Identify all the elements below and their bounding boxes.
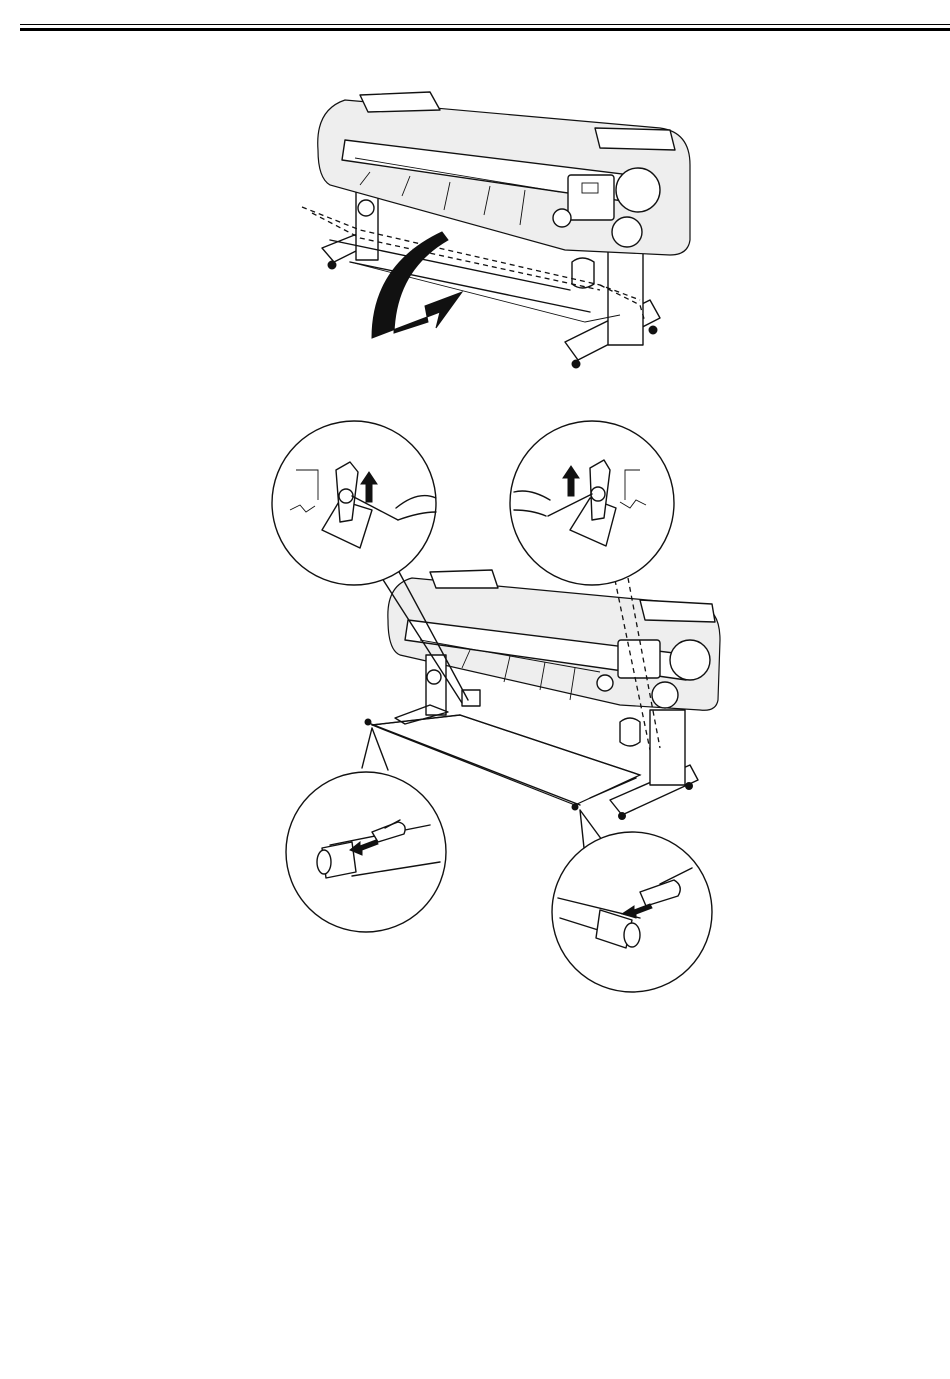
stand-left [322,185,378,269]
figure-2-printer-basket-detail [272,421,720,992]
curved-arrow-up [372,232,462,338]
figure-1-printer-basket-raised [302,92,690,368]
callout-right-upper-holder [510,421,674,585]
stand-right [565,245,660,368]
callout-left-rod-end [286,772,446,932]
callout-left-upper-holder [272,421,436,585]
callout-right-rod-end [552,832,712,992]
stand-right-2 [610,710,698,820]
